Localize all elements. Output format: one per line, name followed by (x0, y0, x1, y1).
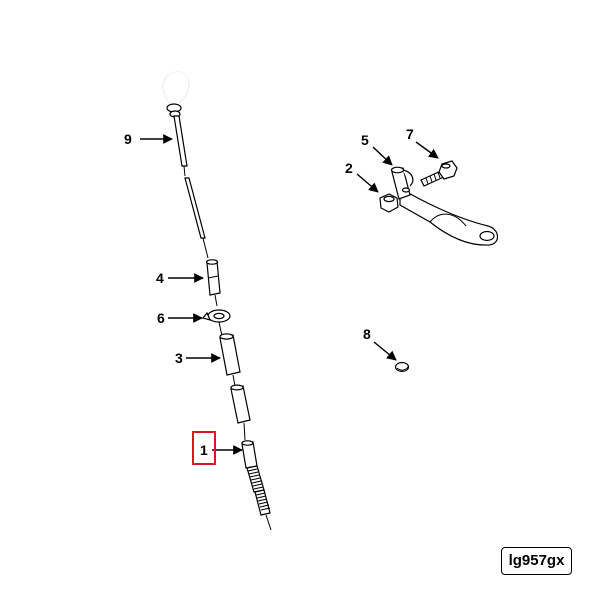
callout-8[interactable]: 8 (363, 326, 371, 342)
callout-9[interactable]: 9 (124, 131, 132, 147)
callout-1[interactable]: 1 (200, 442, 208, 458)
dipstick-assembly (162, 71, 272, 531)
callout-7[interactable]: 7 (406, 126, 414, 142)
callout-6[interactable]: 6 (157, 310, 165, 326)
callout-numbers: 9 4 6 3 1 5 7 2 8 (124, 126, 414, 458)
selected-callout-highlight (192, 431, 216, 465)
part-8-plug (394, 361, 410, 373)
part-5-bracket (390, 166, 499, 246)
leader-7 (415, 141, 439, 159)
part-4-sleeve (205, 259, 221, 307)
lower-tube (230, 384, 251, 441)
part-1-threaded-tube (241, 440, 272, 531)
leader-8 (373, 341, 397, 361)
leader-2 (356, 173, 379, 193)
callout-5[interactable]: 5 (361, 132, 369, 148)
dipstick-handle-loop (162, 71, 190, 118)
diagram-id-label: lg957gx (501, 547, 572, 575)
callout-3[interactable]: 3 (175, 350, 183, 366)
callout-2[interactable]: 2 (345, 160, 353, 176)
part-6-clip (201, 309, 231, 337)
dipstick-upper-rod (173, 115, 209, 259)
part-3-tube (219, 333, 241, 387)
bracket-assembly (379, 160, 499, 246)
callout-4[interactable]: 4 (156, 270, 164, 286)
leader-5 (372, 146, 393, 166)
leader-lines (140, 134, 439, 455)
part-7-bolt (420, 160, 458, 187)
part-2-nut (379, 193, 399, 213)
